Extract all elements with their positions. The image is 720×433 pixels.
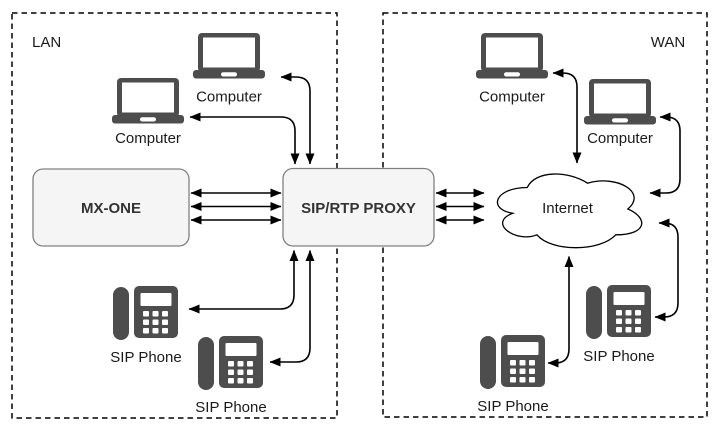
wan-zone-label: WAN (651, 34, 685, 51)
internet-label: Internet (542, 200, 594, 217)
edge-internet-wan-phone-left (547, 256, 574, 368)
wan-computer-right-label: Computer (587, 130, 653, 147)
edges (188, 68, 681, 368)
wan-sip-phone-right-label: SIP Phone (583, 348, 654, 365)
edge-wan-computer-right-internet (649, 112, 681, 198)
mx-one-node (32, 168, 190, 247)
lan-computer-left-icon (112, 78, 184, 124)
edge-wan-computer-left-internet (552, 68, 582, 164)
edge-lan-computer-top-proxy (280, 72, 315, 165)
proxy-label: SIP/RTP PROXY (301, 200, 416, 217)
lan-sip-phone-top-icon (113, 286, 178, 340)
wan-sip-phone-left-icon (480, 335, 545, 389)
lan-computer-top-label: Computer (196, 89, 262, 106)
wan-computer-right-icon (584, 79, 656, 125)
lan-sip-phone-bottom-label: SIP Phone (195, 399, 266, 416)
mx-one-label: MX-ONE (81, 200, 141, 217)
wan-computer-left-label: Computer (479, 89, 545, 106)
lan-computer-left-label: Computer (115, 130, 181, 147)
lan-zone-label: LAN (32, 34, 61, 51)
wan-sip-phone-right-icon (586, 285, 651, 339)
edge-internet-wan-phone-right (654, 218, 679, 322)
edge-lan-computer-left-proxy (189, 112, 300, 165)
edge-lan-phone-bottom-proxy (269, 250, 315, 367)
lan-computer-top-icon (193, 33, 265, 79)
lan-sip-phone-top-label: SIP Phone (110, 349, 181, 366)
lan-sip-phone-bottom-icon (198, 336, 263, 390)
internet-cloud (496, 173, 643, 249)
proxy-node (282, 167, 435, 247)
wan-sip-phone-left-label: SIP Phone (477, 398, 548, 415)
wan-computer-left-icon (476, 33, 548, 79)
edge-lan-phone-top-proxy (188, 250, 299, 314)
